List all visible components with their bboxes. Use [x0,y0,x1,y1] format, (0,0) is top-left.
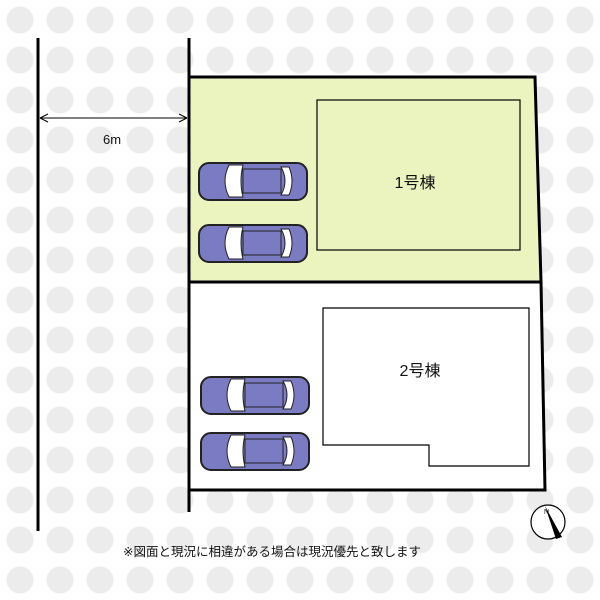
car-icon [200,432,310,471]
compass-icon: N [530,504,566,540]
road-width-label: 6m [103,132,121,147]
compass-north-label: N [544,509,549,516]
building-1-label: 1号棟 [395,174,436,192]
building-2-label: 2号棟 [400,362,441,380]
car-icon [198,224,308,263]
disclaimer-note: ※図面と現況に相違がある場合は現況優先と致します [123,544,421,559]
car-icon [198,162,308,201]
car-icon [200,376,310,415]
road-width-dimension: 6m [39,113,188,147]
building-1 [316,99,521,251]
building-2 [322,307,530,467]
